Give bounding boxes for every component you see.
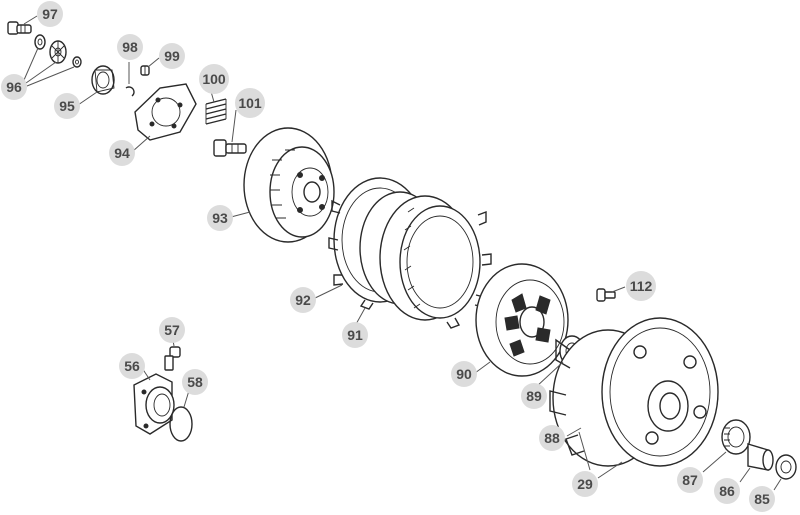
svg-text:99: 99: [164, 48, 180, 64]
svg-text:29: 29: [577, 476, 593, 492]
callout-85: 85: [749, 486, 775, 512]
svg-text:56: 56: [124, 358, 140, 374]
callout-90: 90: [451, 361, 477, 387]
callout-98: 98: [117, 34, 143, 60]
part-98-circlip: [125, 62, 135, 97]
part-85-washer: [775, 454, 797, 480]
callout-91: 91: [342, 322, 368, 348]
callout-56: 56: [119, 353, 145, 379]
part-91-friction-plates: [379, 195, 492, 329]
part-58-o-ring: [169, 406, 193, 442]
svg-text:90: 90: [456, 366, 472, 382]
part-87-bearing: [721, 419, 751, 455]
part-93-pressure-plate: [243, 127, 335, 243]
callout-96: 96: [1, 74, 27, 100]
callout-100: 100: [199, 64, 229, 94]
svg-text:94: 94: [114, 145, 130, 161]
part-112-pin: [596, 288, 616, 302]
svg-text:92: 92: [295, 292, 311, 308]
svg-text:95: 95: [59, 98, 75, 114]
part-29-clutch-basket: [549, 317, 719, 467]
svg-text:91: 91: [347, 327, 363, 343]
callout-58: 58: [182, 369, 208, 395]
callout-89: 89: [521, 383, 547, 409]
callout-95: 95: [54, 93, 80, 119]
svg-text:86: 86: [719, 483, 735, 499]
part-100-spring: [205, 98, 227, 125]
callout-88: 88: [539, 425, 565, 451]
svg-text:87: 87: [682, 472, 698, 488]
svg-text:93: 93: [212, 210, 228, 226]
part-94-plate: [134, 83, 197, 141]
callout-101: 101: [235, 88, 265, 118]
svg-text:97: 97: [42, 6, 58, 22]
part-56-slave-cylinder: [133, 373, 175, 435]
callout-112: 112: [626, 271, 656, 301]
svg-text:89: 89: [526, 388, 542, 404]
part-57-bleed-screw: [164, 346, 181, 371]
leader-lines: [23, 15, 782, 491]
part-96-washers: [34, 34, 82, 68]
part-90-inner-hub: [475, 263, 569, 377]
callout-93: 93: [207, 205, 233, 231]
svg-text:57: 57: [164, 322, 180, 338]
callout-94: 94: [109, 140, 135, 166]
svg-text:98: 98: [122, 39, 138, 55]
callout-86: 86: [714, 478, 740, 504]
svg-text:100: 100: [202, 71, 226, 87]
callout-29: 29: [572, 471, 598, 497]
svg-text:85: 85: [754, 491, 770, 507]
callout-57: 57: [159, 317, 185, 343]
callout-92: 92: [290, 287, 316, 313]
svg-text:112: 112: [630, 278, 653, 294]
callout-97: 97: [37, 1, 63, 27]
part-99-screw: [140, 65, 150, 76]
callout-87: 87: [677, 467, 703, 493]
svg-text:101: 101: [238, 95, 262, 111]
svg-text:88: 88: [544, 430, 560, 446]
svg-text:58: 58: [187, 374, 203, 390]
callout-99: 99: [159, 43, 185, 69]
part-86-bushing: [747, 443, 774, 471]
svg-text:96: 96: [6, 79, 22, 95]
part-97-bolt: [7, 21, 32, 35]
part-95-cap: [91, 65, 115, 95]
part-101-bolt: [213, 139, 247, 157]
